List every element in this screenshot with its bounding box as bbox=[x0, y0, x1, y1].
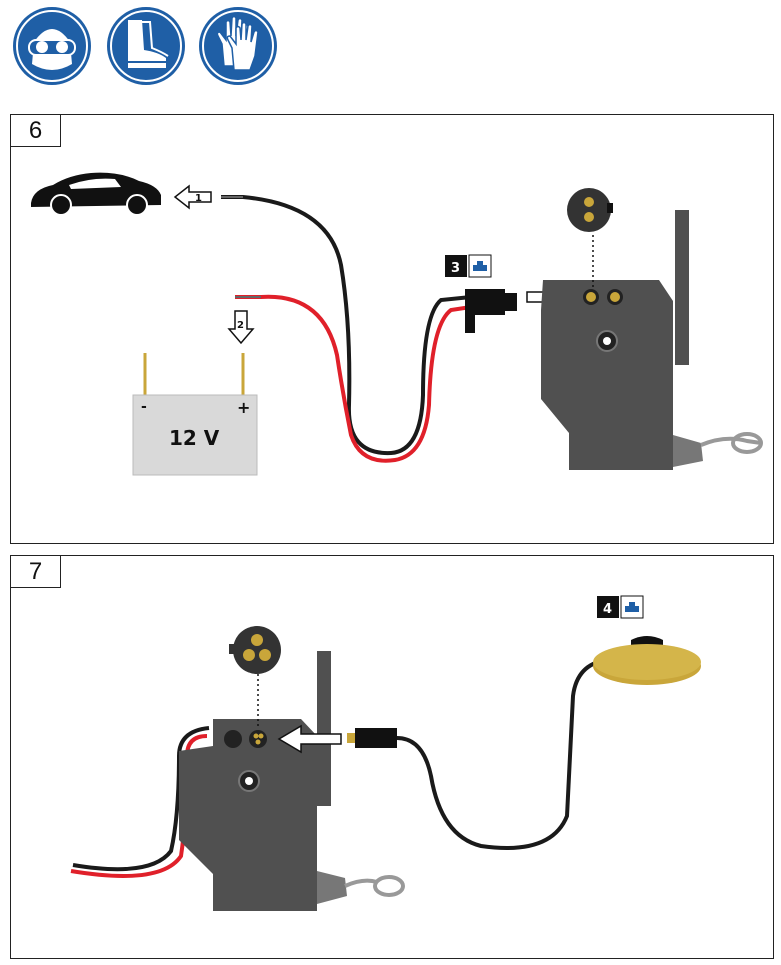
step-number: 6 bbox=[11, 115, 61, 147]
socket-detail bbox=[567, 188, 613, 232]
winch-device bbox=[179, 651, 405, 911]
protective-gloves-icon bbox=[199, 7, 277, 85]
badge-4-label: 4 bbox=[603, 602, 612, 617]
arrow-1-icon: 1 bbox=[173, 184, 212, 210]
step-6-panel: 6 1 2 - + 12 V bbox=[10, 114, 774, 544]
arrow-1-label: 1 bbox=[195, 193, 202, 204]
step-badge-3: 3 bbox=[445, 254, 492, 278]
insert-arrow-icon bbox=[277, 724, 342, 754]
step-6-diagram: 1 2 - + 12 V 3 bbox=[31, 172, 763, 476]
step-7-diagram: 4 bbox=[70, 595, 701, 911]
car-icon bbox=[31, 172, 161, 216]
plug-connector bbox=[465, 289, 517, 333]
battery-voltage: 12 V bbox=[169, 426, 220, 450]
safety-glasses-icon bbox=[13, 7, 91, 85]
black-wire bbox=[396, 658, 608, 850]
step-badge-4: 4 bbox=[597, 595, 644, 619]
arrow-2-label: 2 bbox=[237, 320, 244, 331]
toolbox-icon bbox=[625, 602, 639, 612]
battery-plus: + bbox=[237, 398, 250, 417]
plug-connector bbox=[347, 728, 397, 748]
socket-detail bbox=[229, 626, 281, 674]
step-number: 7 bbox=[11, 556, 61, 588]
badge-3-label: 3 bbox=[451, 261, 460, 276]
black-wire bbox=[72, 726, 210, 872]
red-wire bbox=[235, 294, 472, 463]
battery: - + 12 V bbox=[132, 353, 258, 476]
winch-device bbox=[541, 210, 763, 470]
step-7-panel: 7 bbox=[10, 555, 774, 959]
safety-boots-icon bbox=[107, 7, 185, 85]
toolbox-icon bbox=[473, 261, 487, 271]
sensor-puck bbox=[593, 636, 701, 685]
battery-minus: - bbox=[141, 399, 147, 415]
arrow-2-icon: 2 bbox=[227, 310, 255, 345]
